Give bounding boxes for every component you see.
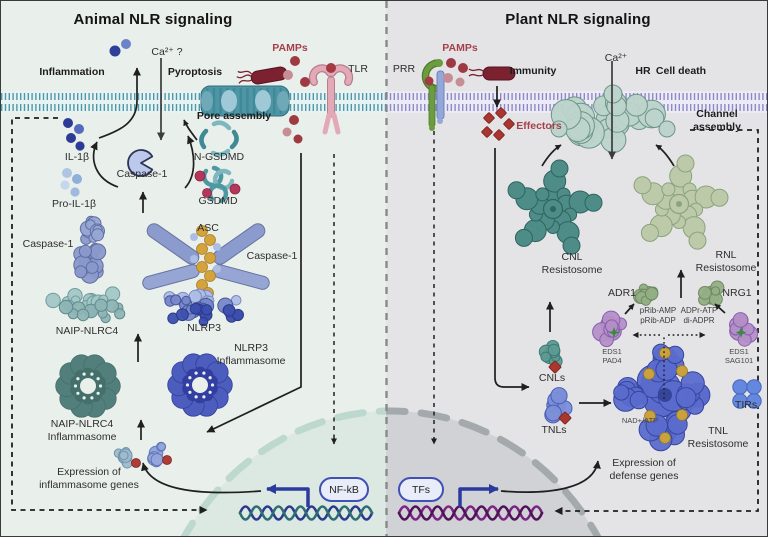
dna-plant — [397, 505, 544, 521]
dna-animal — [238, 505, 374, 521]
rnl-resistosome-structure — [633, 154, 729, 250]
small-molecule-star — [735, 327, 747, 338]
effector-diamonds — [481, 107, 515, 141]
il1b-secretion-arrow — [98, 67, 141, 139]
pamp-ligand — [424, 76, 434, 86]
pamp-dots-plant — [443, 58, 468, 87]
gsdmd-cleavage-arc — [184, 135, 195, 189]
tir-domains — [732, 379, 762, 409]
adr1-protein — [633, 283, 659, 306]
plasma-membrane-animal — [1, 91, 386, 113]
prr-receptor — [421, 59, 445, 131]
cnl-to-channel-arc — [541, 144, 562, 167]
caspase1-enzyme-shape — [127, 149, 154, 177]
pamp-dots-animal — [282, 56, 310, 144]
nfkb-pill: NF-kB — [319, 477, 369, 502]
pore-assembly-arrow — [183, 119, 198, 141]
naip-nlrc4-inflammasome-ring — [55, 354, 121, 418]
expression-arrow-plant — [500, 460, 601, 493]
naip-nlrc4-structure — [45, 215, 126, 324]
effector-recognition-line — [494, 148, 530, 391]
animal-feedback-dashed-loop — [11, 117, 208, 514]
pathway-arrows — [90, 58, 726, 494]
expressed-nlr-proteins — [113, 441, 172, 469]
il1b-dots — [63, 118, 85, 151]
nrg1-protein — [698, 280, 725, 307]
expression-arrow-animal — [141, 462, 262, 494]
eds1-pad4-complex — [592, 310, 627, 348]
transcription-arrow-plant — [458, 484, 499, 507]
pad4-to-adr1-arrow — [624, 303, 635, 315]
transcription-arrow-animal — [266, 484, 310, 507]
bacterium-animal — [236, 66, 288, 85]
nlrp3-structure — [142, 223, 270, 327]
cnl-monomer — [538, 340, 563, 374]
eds1-sag101-complex — [729, 312, 759, 347]
calcium-channel — [550, 84, 676, 153]
tnl-monomer — [544, 387, 573, 425]
asc-filament — [190, 225, 221, 299]
small-molecule-star — [608, 327, 620, 338]
pro-il1b-dots — [60, 168, 82, 197]
nfkb-label: NF-kB — [329, 483, 359, 496]
gsdmd-full-length — [194, 165, 241, 204]
sag101-to-nrg1-arrow — [714, 303, 726, 314]
bacterium-plant — [468, 66, 516, 81]
pamp-ligand — [326, 63, 336, 73]
proil1b-cleavage-arc — [90, 141, 119, 188]
cnl-resistosome-structure — [507, 159, 603, 255]
secreted-il1b-dots — [109, 39, 131, 57]
tlr-signaling-line — [206, 153, 302, 433]
tnl-resistosome-structure — [613, 343, 711, 452]
n-gsdmd-fragments — [199, 120, 239, 157]
tlr-receptor — [308, 63, 354, 135]
rnl-to-channel-arc — [655, 144, 675, 167]
nuclear-envelope-right — [386, 407, 602, 536]
plant-feedback-dashed-loop — [554, 129, 759, 515]
gsdmd-pore — [200, 85, 290, 117]
tfs-label: TFs — [411, 483, 431, 496]
nlrp3-inflammasome-ring — [167, 353, 233, 417]
tfs-pill: TFs — [398, 477, 444, 502]
